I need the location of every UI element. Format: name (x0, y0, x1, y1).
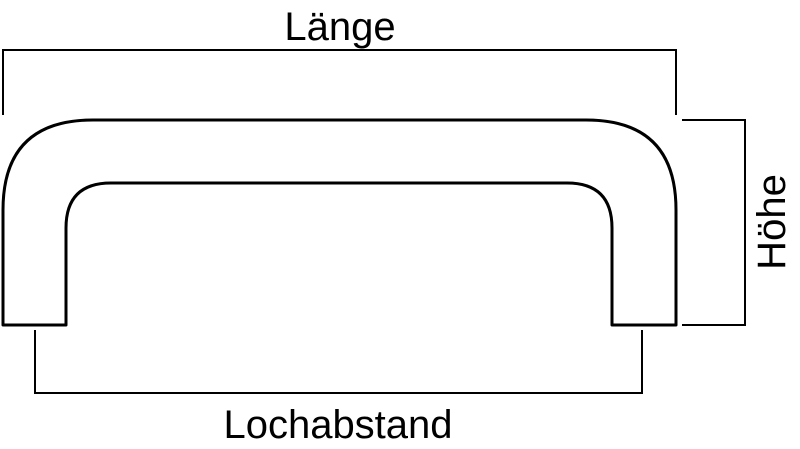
hole-spacing-bracket (34, 330, 643, 394)
height-bracket (682, 119, 746, 326)
length-bracket (2, 49, 677, 115)
handle-shape (1, 118, 678, 327)
height-label: Höhe (750, 174, 794, 270)
length-label: Länge (284, 5, 395, 49)
hole-spacing-label: Lochabstand (223, 403, 452, 447)
